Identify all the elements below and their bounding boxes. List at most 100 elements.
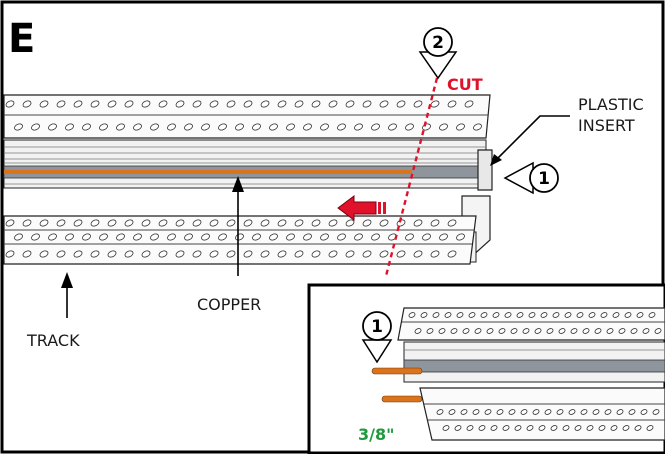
track-hole [175, 219, 185, 227]
track-hole [320, 233, 329, 241]
track-hole [82, 123, 91, 131]
track-hole [260, 219, 270, 227]
track-hole [311, 250, 321, 258]
track-hole [167, 123, 176, 131]
track-hole [478, 425, 486, 431]
track-hole [192, 219, 202, 227]
track-hole [73, 250, 83, 258]
track-hole [612, 312, 620, 318]
track-hole [184, 123, 193, 131]
track-hole [39, 250, 49, 258]
track-hole [546, 328, 554, 334]
track-hole [107, 100, 117, 108]
track-hole [480, 312, 488, 318]
track-hole [201, 233, 210, 241]
track-hole [462, 328, 470, 334]
track-hole [328, 100, 338, 108]
track-hole [538, 425, 546, 431]
track-hole [388, 123, 397, 131]
track-hole [570, 328, 578, 334]
track-hole [414, 328, 422, 334]
track-hole [116, 233, 125, 241]
track-hole [303, 233, 312, 241]
track-hole [436, 409, 444, 415]
track-hole [65, 123, 74, 131]
track-hole [209, 100, 219, 108]
plastic-insert-arrowhead [490, 154, 502, 166]
track-hole [464, 100, 474, 108]
track-hole [328, 250, 338, 258]
track-hole [269, 233, 278, 241]
track-hole [454, 425, 462, 431]
track-hole [243, 100, 253, 108]
track-hole [150, 233, 159, 241]
track-hole [520, 409, 528, 415]
track-end-cap [477, 149, 493, 191]
track-hole [598, 425, 606, 431]
track-hole [354, 233, 363, 241]
track-hole [504, 312, 512, 318]
track-hole [218, 233, 227, 241]
track-hole [167, 233, 176, 241]
track-hole [133, 123, 142, 131]
callout-step-1-number: 1 [538, 169, 550, 189]
track-hole [209, 250, 219, 258]
track-hole [642, 328, 650, 334]
track-hole [371, 233, 380, 241]
track-hole [192, 100, 202, 108]
track-hole [610, 425, 618, 431]
track-hole [303, 123, 312, 131]
track-hole [634, 425, 642, 431]
track-hole [606, 328, 614, 334]
main-track [3, 94, 493, 265]
track-hole [277, 250, 287, 258]
track-hole [468, 312, 476, 318]
inset-lower-holes [436, 409, 660, 431]
track-hole [654, 328, 662, 334]
copper-strip [4, 170, 412, 174]
track-hole [408, 312, 416, 318]
track-hole [354, 123, 363, 131]
track-hole [413, 250, 423, 258]
track-hole [328, 219, 338, 227]
track-hole [422, 233, 431, 241]
track-hole [432, 312, 440, 318]
track-hole [564, 312, 572, 318]
track-hole [622, 425, 630, 431]
track-hole [439, 233, 448, 241]
track-hole [526, 425, 534, 431]
track-hole [226, 219, 236, 227]
track-hole [447, 250, 457, 258]
inset-copper-top [371, 367, 423, 375]
track-hole [405, 233, 414, 241]
track-hole [22, 219, 32, 227]
track-hole [648, 312, 656, 318]
track-hole [150, 123, 159, 131]
callout-step-1: 1 [503, 161, 559, 195]
track-hole [430, 219, 440, 227]
track-hole [337, 233, 346, 241]
track-hole [413, 100, 423, 108]
track-hole [39, 219, 49, 227]
track-hole [450, 328, 458, 334]
track-hole [379, 100, 389, 108]
track-hole [5, 219, 15, 227]
track-hole [99, 233, 108, 241]
track-hole [582, 328, 590, 334]
inset-detail: 1 3/8" [307, 283, 665, 454]
track-hole [320, 123, 329, 131]
track-hole [311, 219, 321, 227]
inset-callout-step-1: 1 [361, 311, 393, 364]
inset-lower-band [419, 387, 665, 441]
callout-step-2-number: 2 [432, 33, 444, 53]
track-hole [430, 100, 440, 108]
track-hole [456, 123, 465, 131]
track-hole [286, 233, 295, 241]
track-hole [31, 123, 40, 131]
cut-line [384, 77, 439, 277]
track-hole [5, 250, 15, 258]
track-hole [235, 123, 244, 131]
track-hole [141, 250, 151, 258]
inset-callout-step-1-number: 1 [371, 317, 383, 337]
track-hole [447, 219, 457, 227]
